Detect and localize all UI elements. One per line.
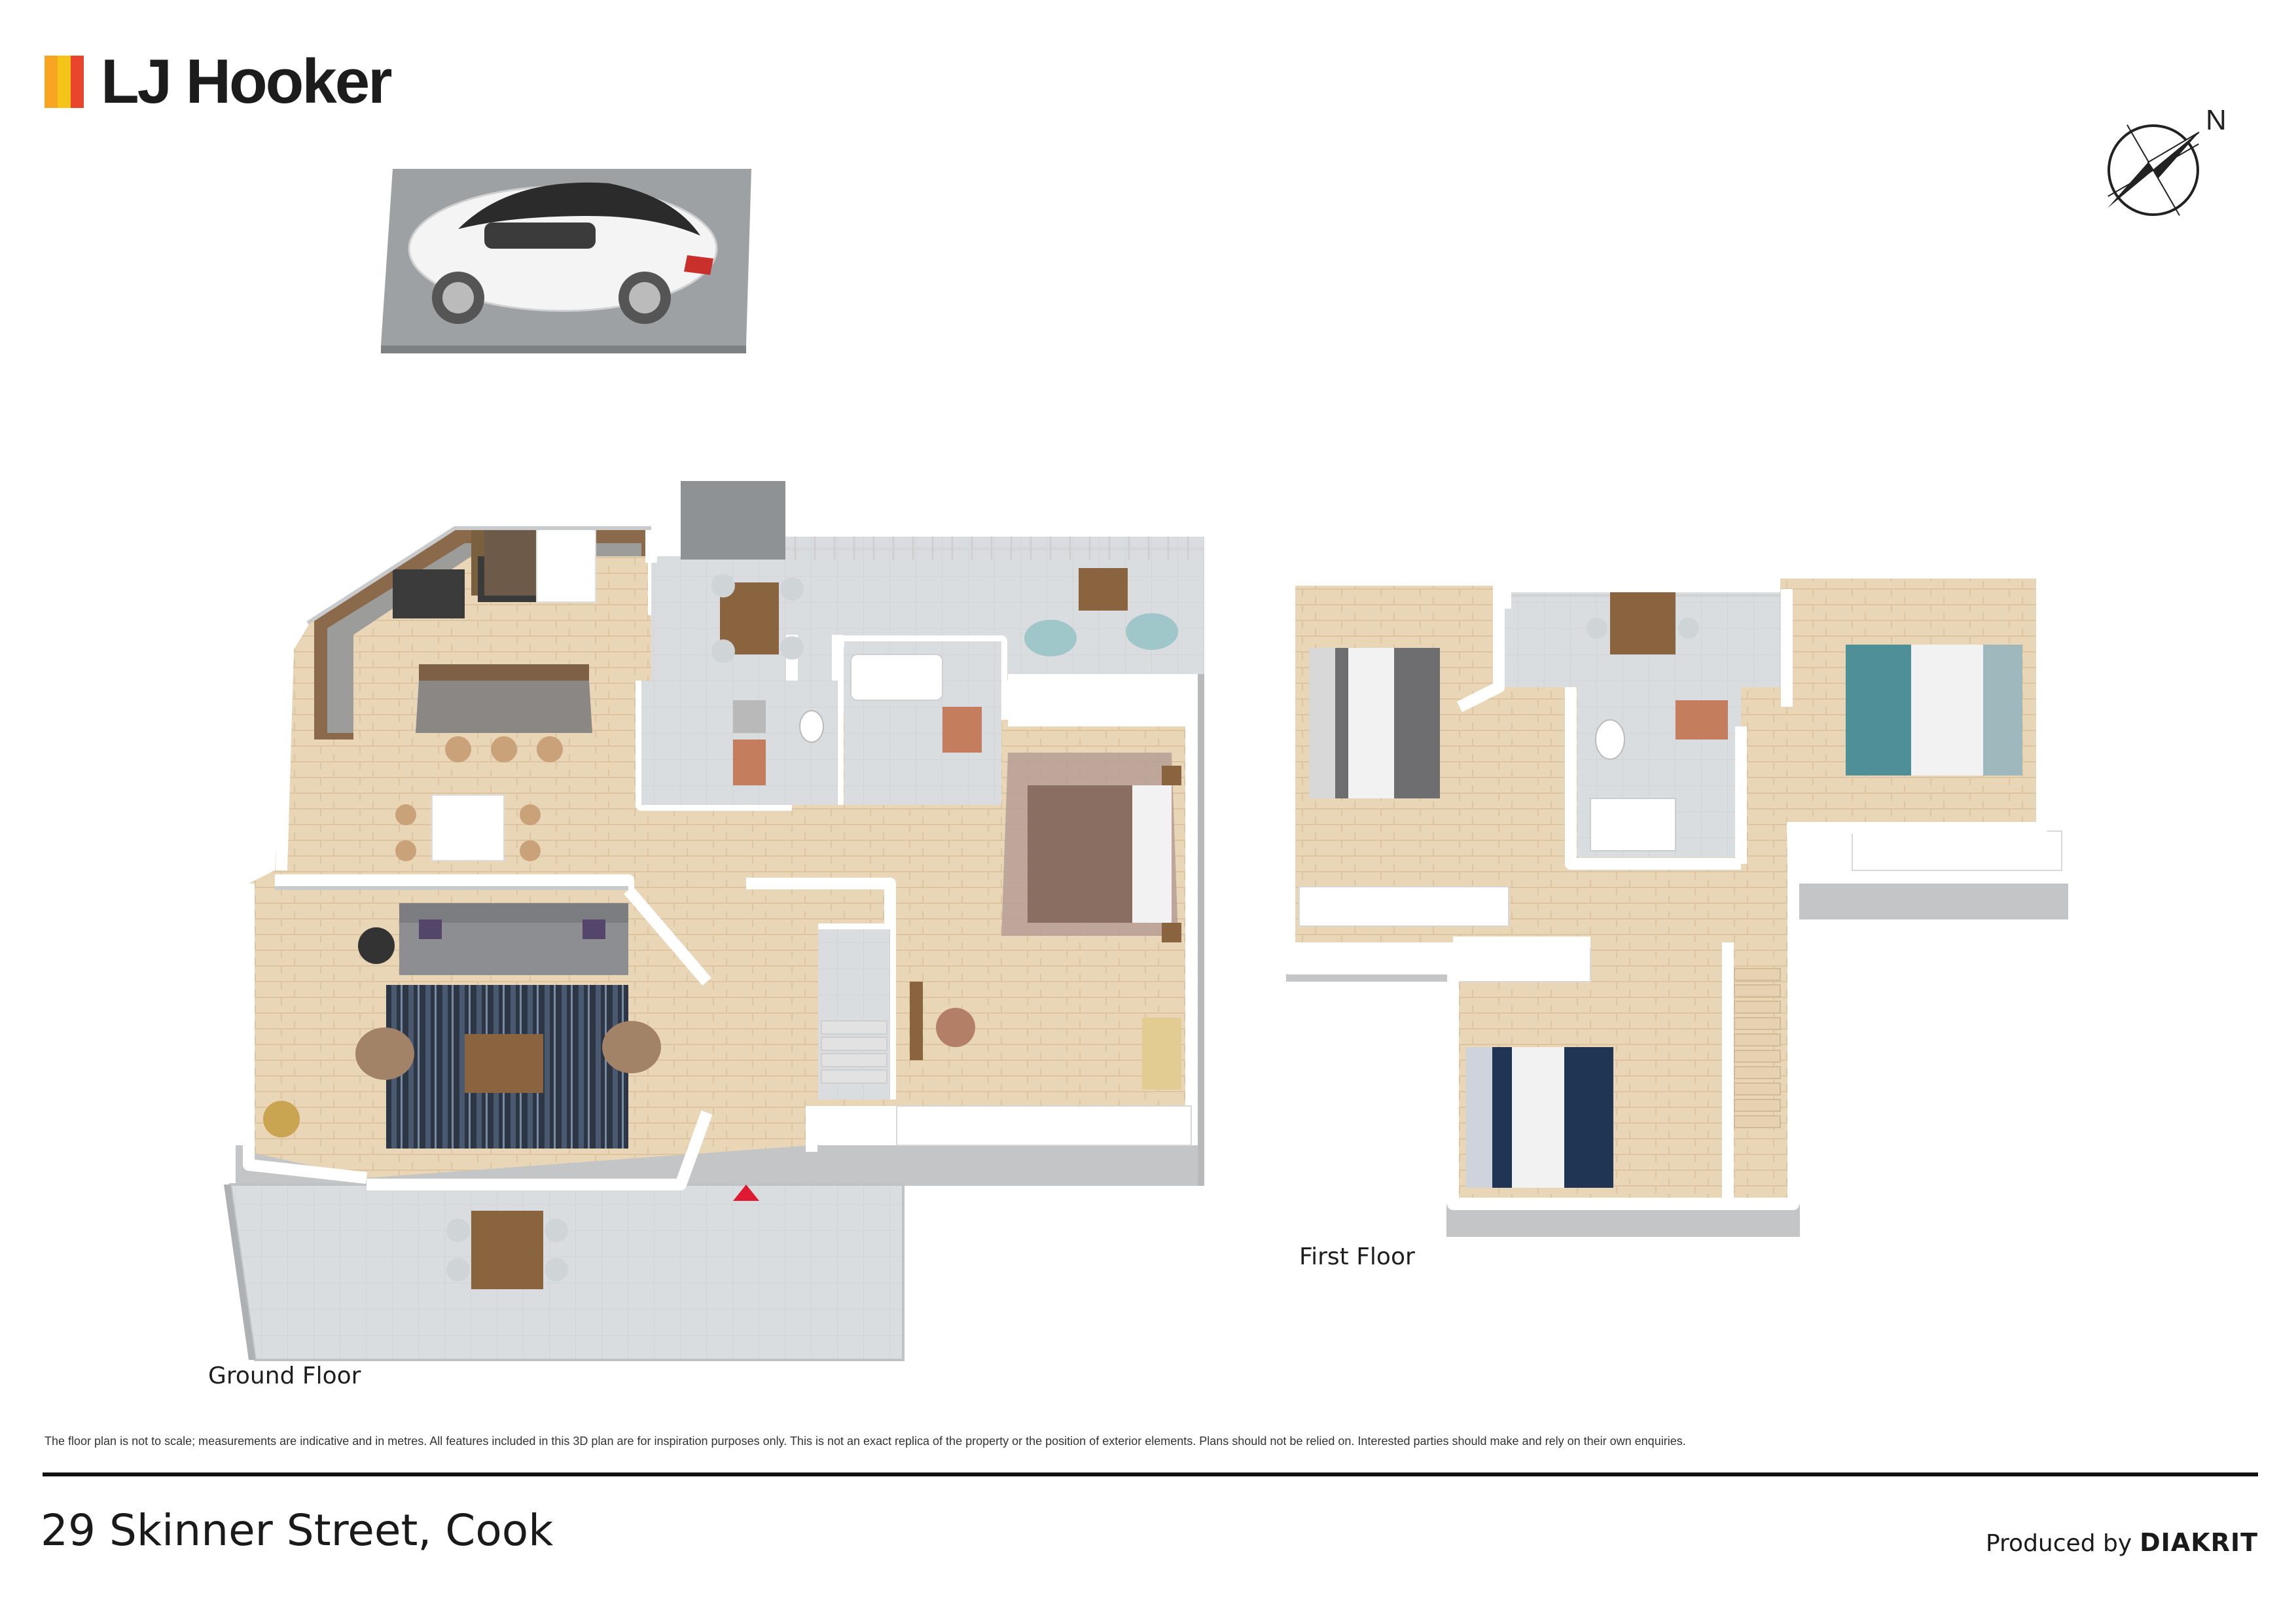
armchair-right (602, 1021, 661, 1073)
first-floor-label: First Floor (1299, 1243, 1415, 1270)
produced-by-label: Produced by (1985, 1530, 2132, 1557)
wardrobe-1 (1852, 830, 2062, 871)
disclaimer-text: The floor plan is not to scale; measurem… (45, 1435, 1686, 1448)
dining-table (431, 794, 505, 861)
lounge-chair-2 (1126, 613, 1178, 650)
car-icon (408, 182, 718, 324)
toilet-icon (799, 710, 824, 743)
vanity-icon-2 (1676, 700, 1728, 740)
patio-table (471, 1211, 543, 1289)
first-floor-stairs (1734, 968, 1781, 1128)
wardrobe-3 (1452, 942, 1591, 982)
logo-bars (45, 56, 84, 108)
compass-icon: N (2108, 105, 2225, 216)
compass-north-label: N (2206, 105, 2225, 136)
vanity-icon (942, 707, 982, 753)
master-bed (1028, 785, 1132, 923)
deck-stairs (681, 481, 785, 560)
armchair-left (355, 1027, 414, 1080)
balcony-table (1610, 592, 1676, 654)
kitchen-island (416, 681, 592, 733)
toilet-icon-2 (1595, 719, 1625, 760)
bedroom-3 (1452, 942, 1728, 1191)
bench (1142, 1018, 1181, 1090)
producer-logo: DIAKRIT (2140, 1528, 2258, 1557)
ground-floor-plan (224, 481, 1204, 1361)
brand-logo: LJ Hooker (45, 46, 392, 116)
logo-wordmark: LJ Hooker (101, 46, 392, 116)
coffee-table (465, 1034, 543, 1093)
kitchen (314, 523, 648, 762)
living-room (263, 883, 661, 1171)
wardrobe-2 (1299, 886, 1509, 927)
wardrobe (896, 1105, 1192, 1146)
dining-area (395, 794, 541, 861)
first-bathroom (1577, 687, 1741, 857)
footer-divider (43, 1472, 2258, 1476)
first-floor-plan (1283, 567, 2068, 1237)
property-address: 29 Skinner Street, Cook (41, 1505, 554, 1556)
bedroom-1 (1813, 615, 2062, 871)
ground-stairs (821, 1020, 888, 1084)
entry-marker-icon (733, 1185, 759, 1201)
bedroom-2 (1299, 628, 1509, 927)
ground-floor-label: Ground Floor (208, 1363, 361, 1389)
master-bedroom (896, 726, 1192, 1146)
bathtub-icon (850, 654, 943, 701)
produced-by: Produced by DIAKRIT (1986, 1528, 2258, 1557)
lounge-chair-1 (1024, 620, 1077, 656)
laundry (641, 681, 746, 805)
cooktop-icon (393, 569, 465, 618)
shower-icon (1590, 798, 1676, 851)
carport (381, 169, 751, 353)
